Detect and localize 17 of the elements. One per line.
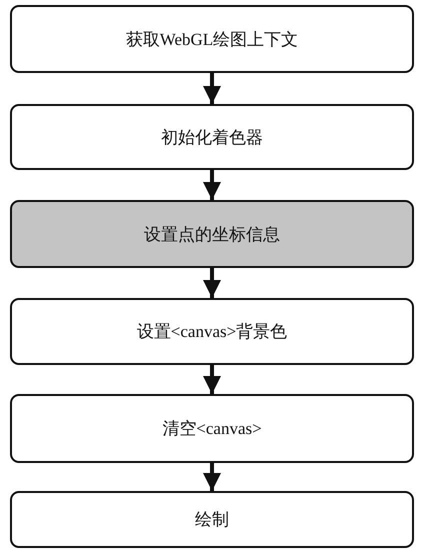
step-label: 绘制 — [195, 509, 229, 531]
process-box — [10, 200, 414, 268]
arrow — [203, 268, 221, 298]
step-label: 清空<canvas> — [162, 418, 262, 440]
step-label: 获取WebGL绘图上下文 — [126, 28, 298, 50]
process-box — [10, 104, 414, 170]
step-label: 初始化着色器 — [161, 126, 263, 148]
step-label: 设置点的坐标信息 — [144, 224, 280, 246]
arrow — [203, 365, 221, 394]
arrow — [203, 73, 221, 104]
arrow — [203, 170, 221, 200]
arrow — [203, 463, 221, 491]
process-box — [10, 394, 414, 463]
process-box — [10, 298, 414, 365]
step-label: 设置<canvas>背景色 — [136, 321, 288, 343]
process-box — [10, 491, 414, 548]
process-box — [10, 5, 414, 73]
